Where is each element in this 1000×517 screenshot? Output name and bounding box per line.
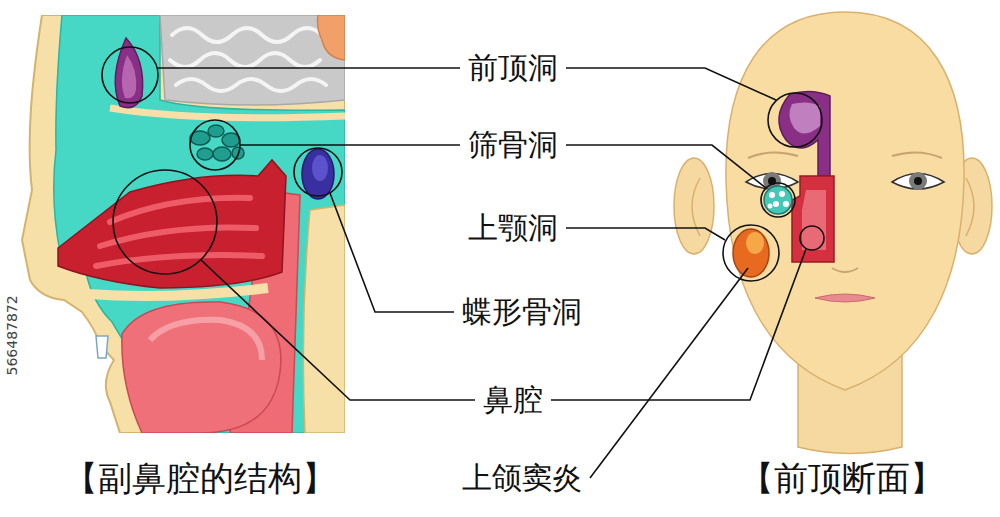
head — [726, 12, 964, 390]
brain — [160, 15, 345, 105]
leader-line — [566, 145, 766, 188]
ethmoid-dot — [769, 192, 775, 198]
maxillary-sinus — [733, 229, 769, 277]
turbinate — [110, 198, 250, 222]
gyrus — [176, 79, 326, 91]
maxillary-highlight — [746, 232, 764, 254]
sphenoid-sinus — [302, 149, 334, 199]
leader-line — [566, 68, 776, 100]
stock-id: 566487872 — [4, 295, 21, 375]
right-circles — [723, 93, 824, 281]
face-sinuses — [733, 91, 834, 277]
leader-line — [330, 193, 454, 312]
panel-title: 【前顶断面】 — [740, 458, 944, 499]
highlight-circle — [761, 183, 795, 217]
highlight-circle — [190, 120, 240, 170]
ethmoid-cell — [213, 147, 231, 161]
turbinates — [96, 198, 262, 266]
nasal-cavity — [58, 160, 286, 288]
tongue-highlight — [150, 320, 262, 360]
nasal-inner — [802, 190, 826, 250]
frontal-sinus — [779, 91, 830, 176]
sinus-label: 鼻腔 — [483, 382, 543, 418]
turbinate — [96, 255, 262, 266]
frontal-sinus-inner — [789, 102, 820, 133]
eyebrow — [892, 152, 942, 158]
soft-tissue — [54, 15, 345, 433]
sinus-label: 筛骨洞 — [468, 127, 558, 163]
tooth — [96, 336, 108, 358]
palate — [88, 288, 268, 296]
leader-line — [590, 268, 748, 478]
leader-line — [551, 249, 806, 400]
face — [674, 12, 992, 454]
highlight-circle — [294, 148, 342, 196]
nose — [832, 268, 858, 272]
ethmoid-sinus — [764, 186, 792, 214]
highlight-circle — [768, 93, 822, 147]
brain-orange — [318, 15, 346, 60]
ethmoid-dots — [768, 191, 790, 209]
leader-line — [201, 260, 475, 400]
pupil — [914, 177, 922, 185]
sinus-label: 前顶洞 — [468, 50, 558, 86]
turbinate — [100, 227, 256, 246]
skin-profile — [22, 15, 345, 433]
tongue — [122, 302, 281, 433]
iris — [909, 172, 927, 190]
eyes — [746, 152, 944, 190]
sinus-label: 上颚洞 — [468, 210, 558, 246]
highlight-circle — [113, 170, 217, 274]
brain-gyri — [170, 28, 326, 91]
leader-line — [240, 144, 460, 146]
ethmoid-dot — [773, 201, 779, 207]
leader-line — [157, 67, 460, 69]
ethmoid-cell — [208, 125, 224, 137]
gyrus — [172, 28, 322, 42]
panel-title: 【副鼻腔的结构】 — [64, 458, 336, 499]
sinus-label: 上颌窦炎 — [462, 460, 582, 496]
sphenoid-inner — [312, 155, 328, 181]
ethmoid-dot — [779, 191, 785, 197]
sinus-label: 蝶形骨洞 — [462, 294, 582, 330]
nasal-cavity — [792, 176, 834, 262]
skull-base — [110, 108, 345, 118]
highlight-circle — [723, 225, 779, 281]
ethmoid-dot — [768, 204, 773, 209]
highlight-circle — [102, 47, 158, 103]
left-circles — [102, 47, 342, 274]
frontal-sinus-inner — [122, 55, 136, 98]
ear — [674, 158, 714, 254]
eyebrow — [748, 152, 798, 158]
ethmoid-cell — [197, 148, 213, 160]
spine — [303, 205, 345, 433]
sagittal-section — [22, 15, 345, 433]
gyrus — [170, 53, 320, 67]
ethmoid-dot — [783, 201, 789, 207]
highlight-circle — [800, 226, 824, 250]
ear-inner — [966, 178, 974, 236]
leader-line — [566, 228, 725, 240]
mouth — [815, 294, 875, 302]
